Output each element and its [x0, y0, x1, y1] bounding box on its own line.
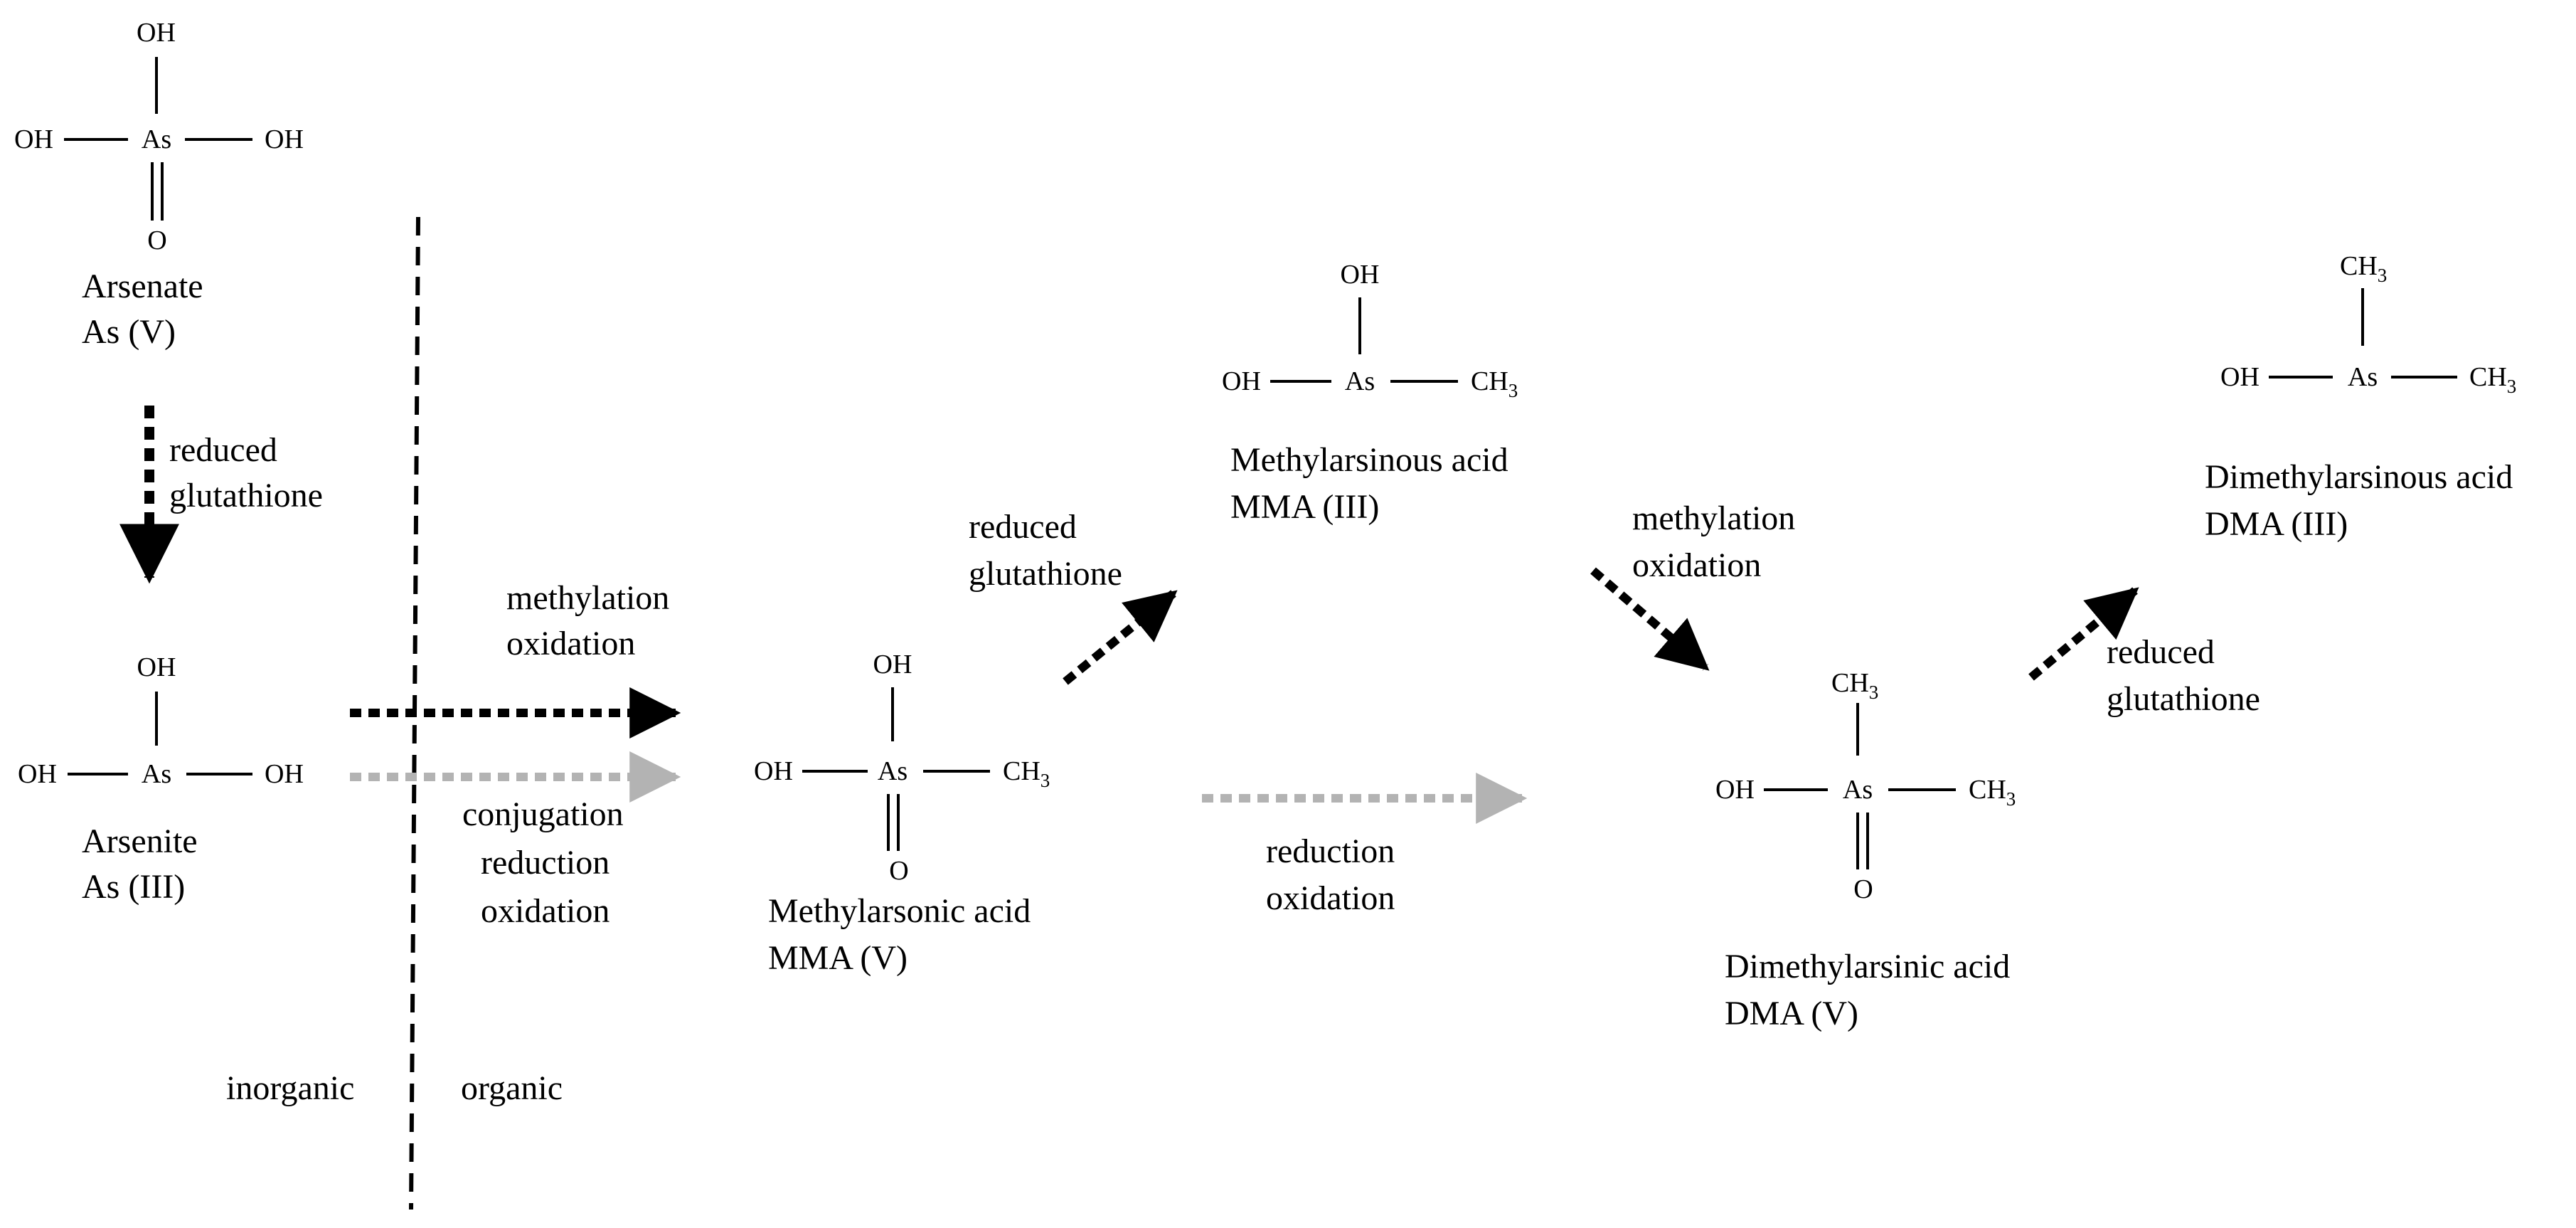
svg-text:OH: OH	[2220, 362, 2260, 392]
step-label-glutathione: glutathione	[169, 477, 323, 514]
svg-text:As: As	[142, 759, 171, 789]
dma-v-structure: CH3 OH As CH3 O	[1715, 668, 2016, 904]
step-label-reduced: reduced	[969, 508, 1077, 546]
step-label-reduced: reduced	[2107, 633, 2215, 671]
svg-text:OH: OH	[873, 650, 912, 679]
dma-v-state: DMA (V)	[1725, 995, 1858, 1032]
svg-text:O: O	[889, 856, 908, 886]
svg-text:As: As	[142, 125, 171, 154]
step-label-glutathione: glutathione	[969, 555, 1122, 593]
svg-text:OH: OH	[18, 759, 57, 789]
svg-text:CH3: CH3	[2469, 362, 2516, 397]
mma-v-state: MMA (V)	[768, 939, 908, 977]
svg-text:CH3: CH3	[1471, 366, 1518, 401]
svg-text:As: As	[878, 756, 908, 786]
mma-iii-structure: OH OH As CH3	[1222, 260, 1518, 401]
arsenate-state: As (V)	[82, 313, 176, 351]
step-label-oxidation: oxidation	[1266, 879, 1395, 917]
mma-v-structure: OH OH As CH3 O	[754, 650, 1050, 886]
arsenite-name: Arsenite	[82, 822, 198, 860]
region-label-organic: organic	[461, 1069, 563, 1107]
step-label-reduction: reduction	[1266, 832, 1395, 870]
svg-text:OH: OH	[265, 125, 304, 154]
svg-text:CH3: CH3	[1969, 775, 2016, 810]
step-label-methylation: methylation	[506, 579, 669, 617]
region-label-inorganic: inorganic	[226, 1069, 354, 1107]
dma-iii-state: DMA (III)	[2205, 505, 2348, 543]
mma-v-name: Methylarsonic acid	[768, 892, 1031, 930]
mma-iii-state: MMA (III)	[1230, 488, 1379, 526]
svg-text:OH: OH	[754, 756, 793, 786]
svg-text:O: O	[1853, 874, 1873, 904]
step-label-conjugation: conjugation	[462, 795, 624, 833]
step-label-reduced: reduced	[169, 431, 277, 469]
svg-text:OH: OH	[14, 125, 53, 154]
arrow-mma-v-to-mma-iii	[1063, 590, 1178, 685]
svg-text:OH: OH	[137, 18, 176, 48]
arrow-dma-v-to-dma-iii	[2028, 587, 2139, 681]
arsenate-structure: OH OH As OH O	[14, 18, 304, 255]
dma-iii-name: Dimethylarsinous acid	[2205, 458, 2513, 496]
arsenite-structure: OH OH As OH	[18, 652, 304, 789]
svg-text:OH: OH	[265, 759, 304, 789]
svg-text:OH: OH	[1222, 366, 1261, 396]
svg-text:CH3: CH3	[1003, 756, 1050, 791]
step-label-oxidation: oxidation	[481, 892, 610, 930]
svg-text:CH3: CH3	[2340, 251, 2387, 286]
mma-iii-name: Methylarsinous acid	[1230, 441, 1508, 479]
svg-text:O: O	[147, 226, 166, 255]
svg-text:As: As	[1345, 366, 1375, 396]
svg-text:OH: OH	[1715, 775, 1755, 805]
arrow-mma-iii-to-dma-v	[1590, 567, 1710, 671]
step-label-methylation: methylation	[1632, 499, 1795, 537]
svg-text:OH: OH	[1341, 260, 1380, 290]
svg-text:As: As	[1843, 775, 1873, 805]
arsenate-name: Arsenate	[82, 268, 203, 305]
dma-iii-structure: CH3 OH As CH3	[2220, 251, 2516, 397]
arsenite-state: As (III)	[82, 868, 185, 906]
step-label-oxidation: oxidation	[506, 625, 635, 662]
step-label-oxidation: oxidation	[1632, 546, 1761, 584]
svg-text:As: As	[2348, 362, 2378, 392]
step-label-glutathione: glutathione	[2107, 680, 2260, 718]
svg-text:OH: OH	[137, 652, 176, 682]
svg-text:CH3: CH3	[1831, 668, 1878, 703]
step-label-reduction: reduction	[481, 844, 610, 882]
dma-v-name: Dimethylarsinic acid	[1725, 948, 2010, 985]
